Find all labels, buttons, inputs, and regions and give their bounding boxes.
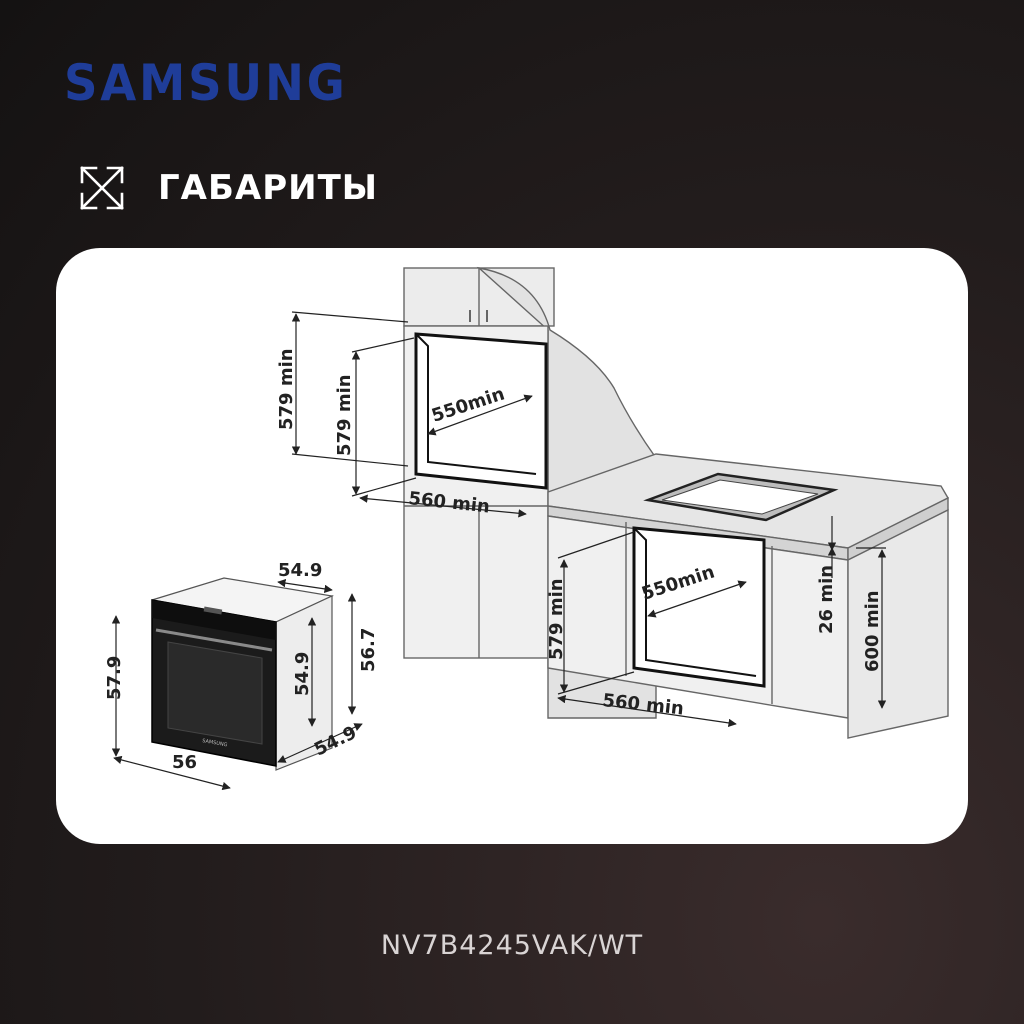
lower-dimensions [557,516,887,728]
oven-body-depth-label: 54.9 [278,560,322,581]
oven-side-height-label: 56.7 [358,628,379,672]
oven-door-glass [167,641,263,745]
lower-niche-height-label: 579 min [546,578,567,660]
samsung-logo: SAMSUNG [64,54,348,112]
oven-dimensions [111,578,363,791]
dimensions-card: 579 min 579 min 550min 560 min 579 min 5… [56,248,968,844]
expand-arrows-icon [80,166,124,210]
upper-cabinet-height-label: 579 min [276,348,297,430]
gap-label: 26 min [816,565,837,634]
oven-width-label: 56 [172,752,197,773]
upper-dimensions [291,311,533,518]
installation-diagram: 579 min 579 min 550min 560 min 579 min 5… [104,266,949,791]
oven-brand-mark: SAMSUNG [202,738,228,748]
oven-height-label: 57.9 [104,656,125,700]
lower-cabinet-height-label: 600 min [862,590,883,672]
lower-niche [632,526,766,688]
section-header: ГАБАРИТЫ [76,162,378,214]
oven-body-height-label: 54.9 [292,652,313,696]
model-number: NV7B4245VAK/WT [380,930,644,961]
oven-illustration: SAMSUNG [151,577,335,771]
section-title: ГАБАРИТЫ [158,168,379,208]
upper-niche-height-label: 579 min [334,374,355,456]
